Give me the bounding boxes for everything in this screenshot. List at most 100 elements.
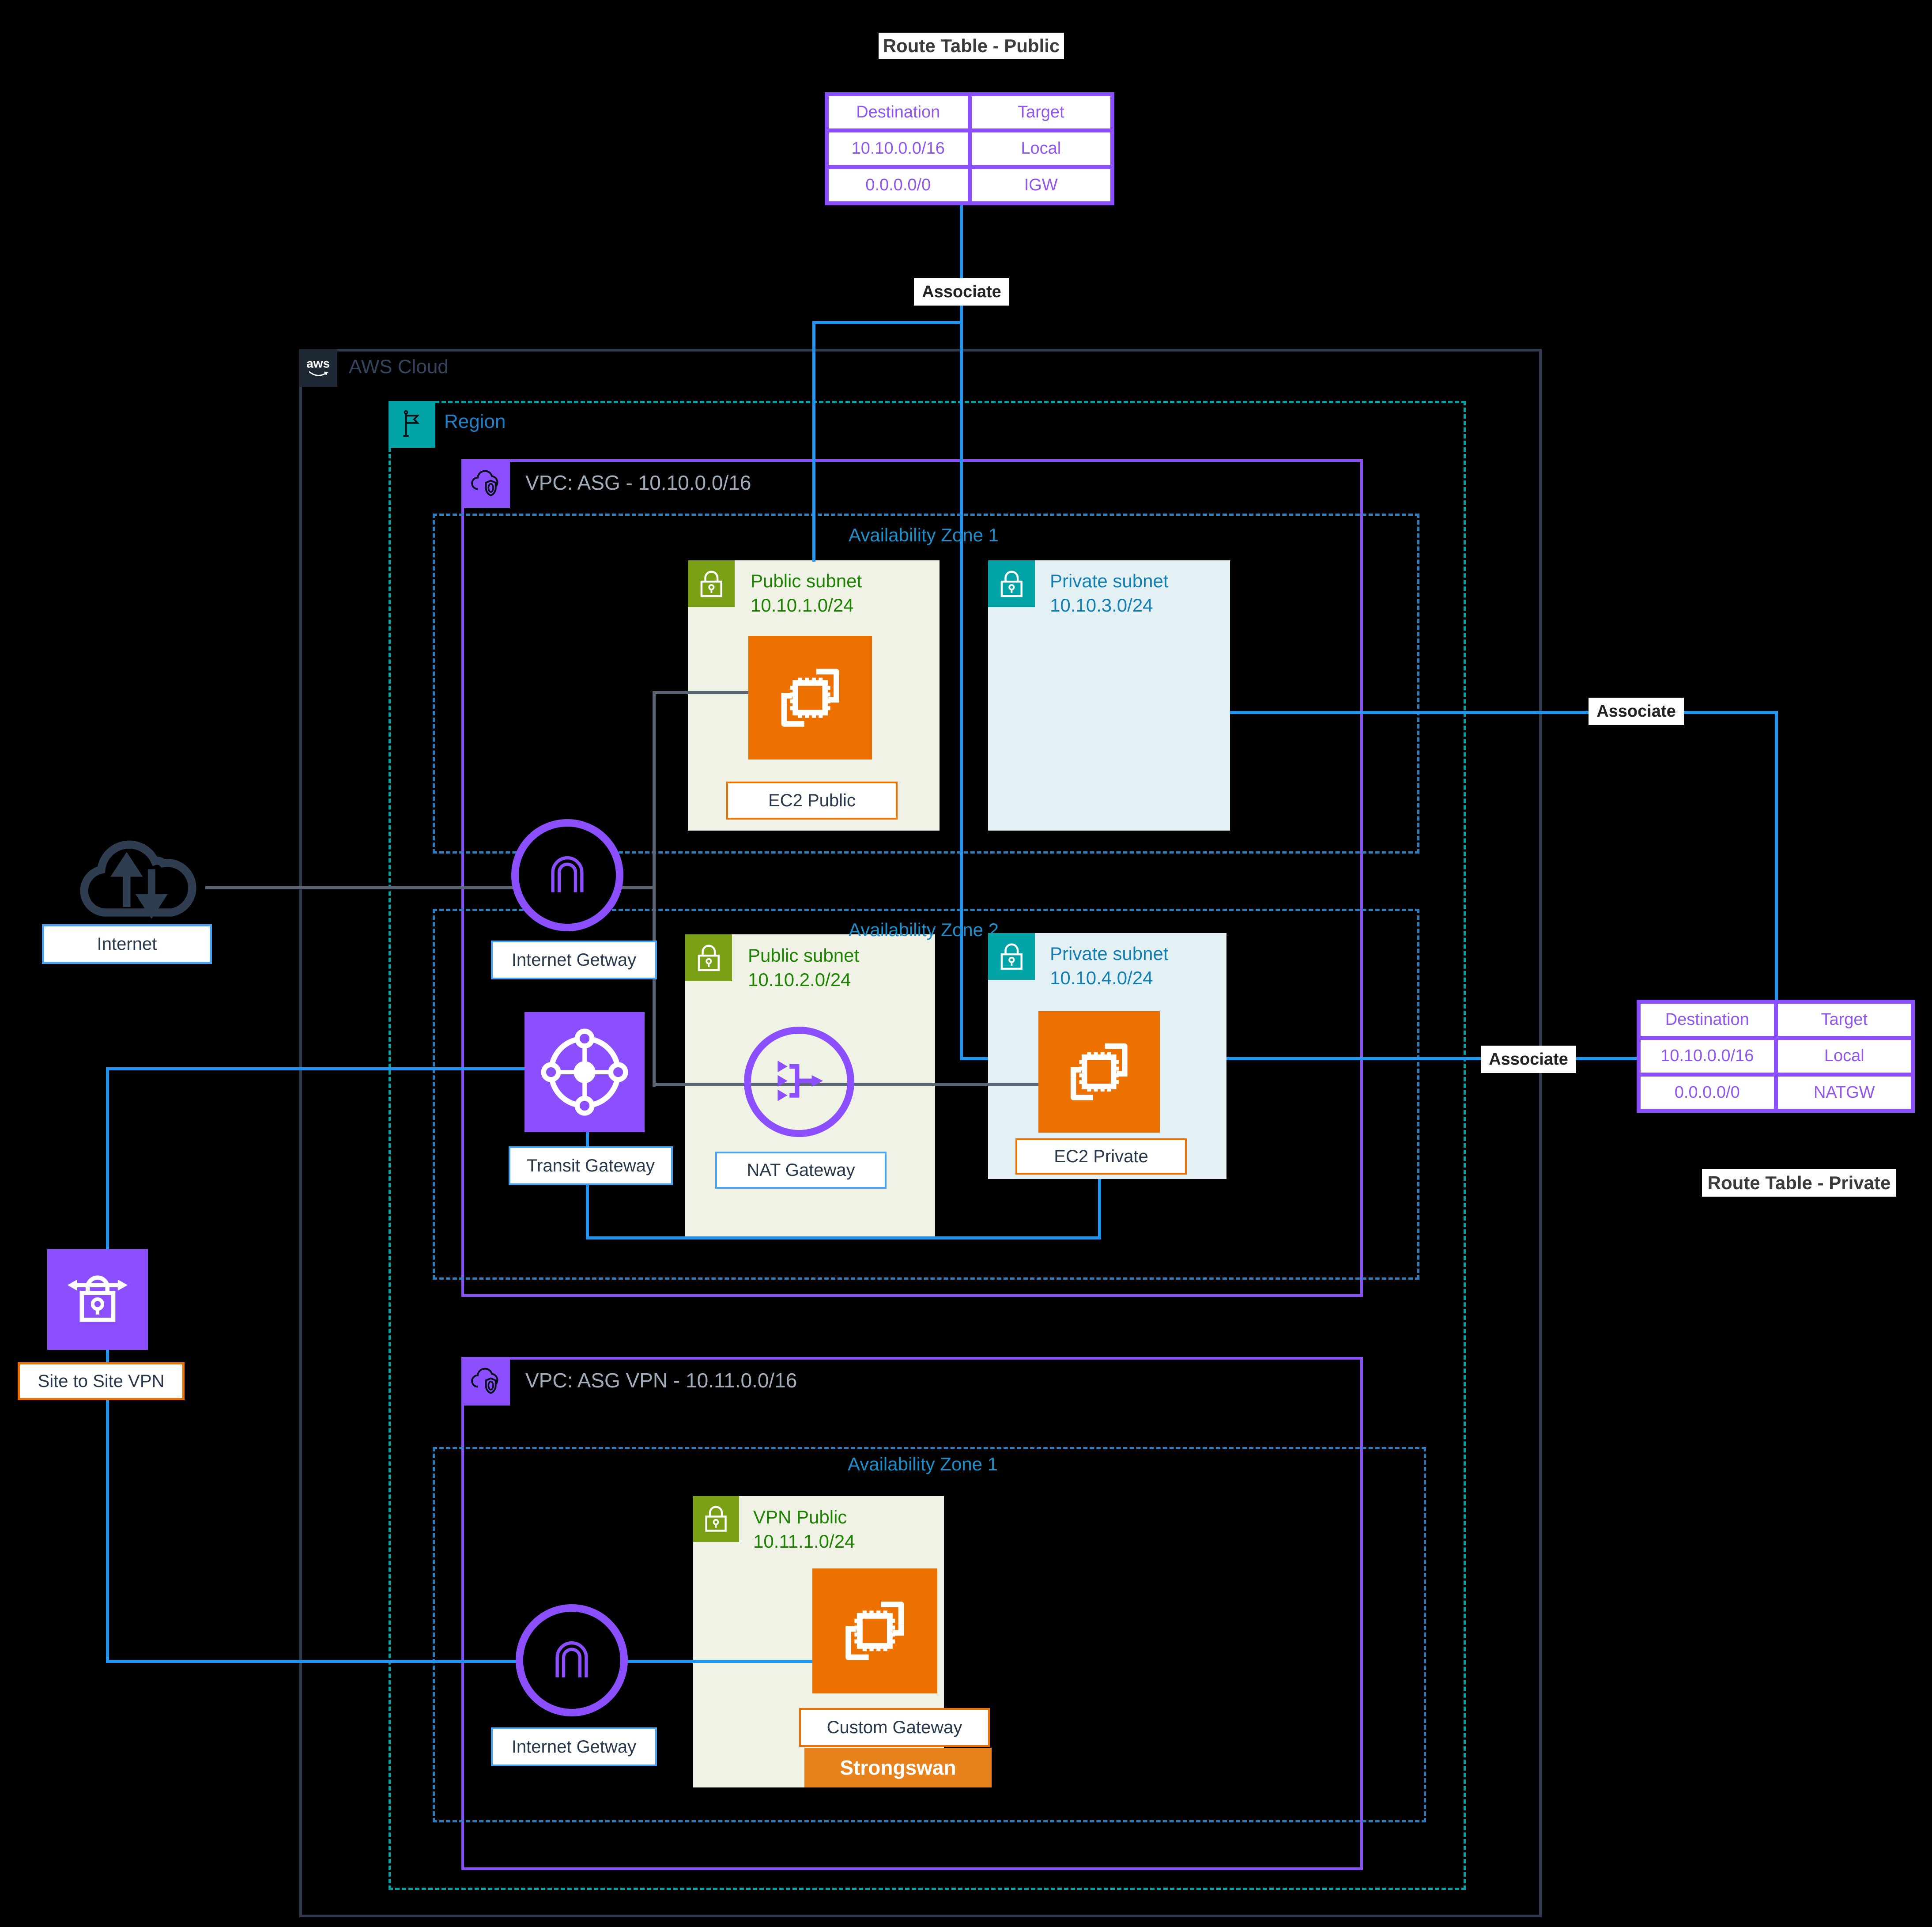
vpc-vpn-label: VPC: ASG VPN - 10.11.0.0/16 (525, 1369, 797, 1392)
subnet-vpn-name: VPN Public (753, 1507, 847, 1527)
connector-gray-ec2public (653, 691, 751, 694)
rt-public-header-destination: Destination (829, 96, 968, 129)
connector-sitevpn-bottom (106, 1660, 812, 1663)
subnet-public1-name: Public subnet (751, 571, 862, 591)
lock-icon (1000, 571, 1023, 597)
route-table-public-title: Route Table - Public (879, 33, 1064, 59)
route-table-public: Destination Target 10.10.0.0/16 Local 0.… (825, 92, 1114, 205)
subnet-public1-lock (688, 560, 735, 607)
connector-internet-igw (205, 886, 655, 889)
custom-gateway-icon-box (812, 1568, 937, 1693)
nat-gateway-label: NAT Gateway (715, 1152, 887, 1189)
rt-private-cell: Local (1777, 1040, 1911, 1073)
connector-gray-vertical (653, 691, 656, 1087)
cloud-arrows-icon (80, 840, 196, 919)
connector-branch-vertical (812, 321, 815, 562)
svg-text:aws: aws (307, 357, 330, 370)
associate-label-right: Associate (1589, 698, 1684, 725)
ec2-private-icon-box (1038, 1011, 1160, 1133)
subnet-private2-cidr: 10.10.4.0/24 (1050, 967, 1153, 989)
lock-icon (1000, 943, 1023, 970)
rt-private-header-destination: Destination (1641, 1004, 1774, 1036)
vpc-vpn-box (461, 1357, 1363, 1870)
vpc-main-icon-box (461, 459, 510, 508)
ec2-public-icon-box (748, 636, 872, 759)
vpc-main-label: VPC: ASG - 10.10.0.0/16 (525, 471, 751, 494)
rt-public-header-target: Target (971, 96, 1110, 129)
aws-logo-icon: aws (307, 357, 330, 377)
route-table-private-title: Route Table - Private (1702, 1169, 1896, 1197)
connector-tgw-down (586, 1182, 589, 1239)
subnet-private1-cidr: 10.10.3.0/24 (1050, 595, 1153, 616)
transit-gateway-icon (541, 1028, 628, 1116)
subnet-public2-cidr: 10.10.2.0/24 (748, 969, 851, 990)
internet-label: Internet (42, 924, 212, 964)
subnet-private2-label: Private subnet 10.10.4.0/24 (1050, 941, 1169, 990)
aws-cloud-box (299, 349, 1542, 1917)
connector-rtpublic-vertical (960, 204, 963, 1060)
associate-label-top: Associate (914, 278, 1009, 306)
custom-gateway-label: Custom Gateway (799, 1708, 990, 1747)
subnet-public1-label: Public subnet 10.10.1.0/24 (751, 569, 862, 618)
az2-label: Availability Zone 2 (848, 919, 999, 940)
rt-private-cell: 0.0.0.0/0 (1641, 1076, 1774, 1109)
rt-private-header-target: Target (1777, 1004, 1911, 1036)
connector-branch-horizontal (812, 321, 963, 324)
lock-open-icon (705, 1506, 727, 1532)
region-label: Region (444, 411, 506, 432)
internet-gateway1-label: Internet Getway (491, 941, 657, 979)
subnet-private2-lock (988, 933, 1035, 980)
az1-box (433, 514, 1419, 854)
connector-tgw-horizontal (586, 1236, 1101, 1239)
strongswan-badge: Strongswan (804, 1748, 992, 1787)
internet-cloud-icon (75, 818, 208, 926)
vpc-icon (471, 1368, 498, 1394)
connector-private1-horizontal (1230, 711, 1777, 714)
vpc-icon (471, 470, 498, 496)
rt-public-cell: Local (971, 132, 1110, 165)
site-to-site-vpn-label: Site to Site VPN (18, 1362, 185, 1400)
igw-glyph-icon (551, 856, 584, 892)
connector-sitevpn-top (106, 1067, 525, 1070)
transit-gateway-label: Transit Gateway (509, 1146, 673, 1185)
vpn-az1-label: Availability Zone 1 (847, 1454, 998, 1474)
subnet-private1-name: Private subnet (1050, 571, 1169, 591)
vpc-main-box (461, 459, 1363, 1297)
region-box (389, 401, 1466, 1890)
ec2-private-label: EC2 Private (1015, 1138, 1187, 1175)
ec2-icon (1071, 1043, 1128, 1100)
lock-open-icon (698, 945, 720, 971)
az1-label: Availability Zone 1 (848, 525, 999, 545)
subnet-vpn-label: VPN Public 10.11.1.0/24 (753, 1505, 855, 1554)
az2-box (433, 909, 1419, 1280)
connector-private1-vertical (1775, 711, 1778, 1001)
connector-rtpublic-horizontal (960, 1057, 1637, 1060)
connector-tgw-label-v (586, 1130, 589, 1146)
internet-gateway1-icon (511, 819, 623, 931)
rt-public-cell: 10.10.0.0/16 (829, 132, 968, 165)
internet-gateway2-label: Internet Getway (491, 1727, 657, 1766)
flag-icon (403, 410, 419, 437)
vpn-az1-box (433, 1447, 1426, 1822)
nat-arrows-icon (777, 1060, 823, 1101)
subnet-vpn-lock (693, 1496, 739, 1542)
subnet-private2-name: Private subnet (1050, 943, 1169, 964)
site-to-site-vpn-icon (67, 1275, 128, 1322)
rt-public-cell: 0.0.0.0/0 (829, 169, 968, 201)
rt-private-cell: NATGW (1777, 1076, 1911, 1109)
igw-glyph-icon (555, 1641, 588, 1678)
subnet-private1-lock (988, 560, 1035, 607)
rt-public-cell: IGW (971, 169, 1110, 201)
subnet-public2-lock (685, 934, 732, 981)
subnet-private1-label: Private subnet 10.10.3.0/24 (1050, 569, 1169, 618)
ec2-icon (781, 669, 839, 727)
region-flag (389, 401, 435, 448)
connector-tgw-up-private2 (1098, 1179, 1101, 1239)
subnet-public1-cidr: 10.10.1.0/24 (751, 595, 854, 616)
vpc-vpn-icon-box (461, 1357, 510, 1406)
rt-private-cell: 10.10.0.0/16 (1641, 1040, 1774, 1073)
ec2-public-label: EC2 Public (726, 782, 898, 820)
ec2-icon (845, 1602, 904, 1660)
transit-gateway-icon-box (525, 1012, 645, 1132)
